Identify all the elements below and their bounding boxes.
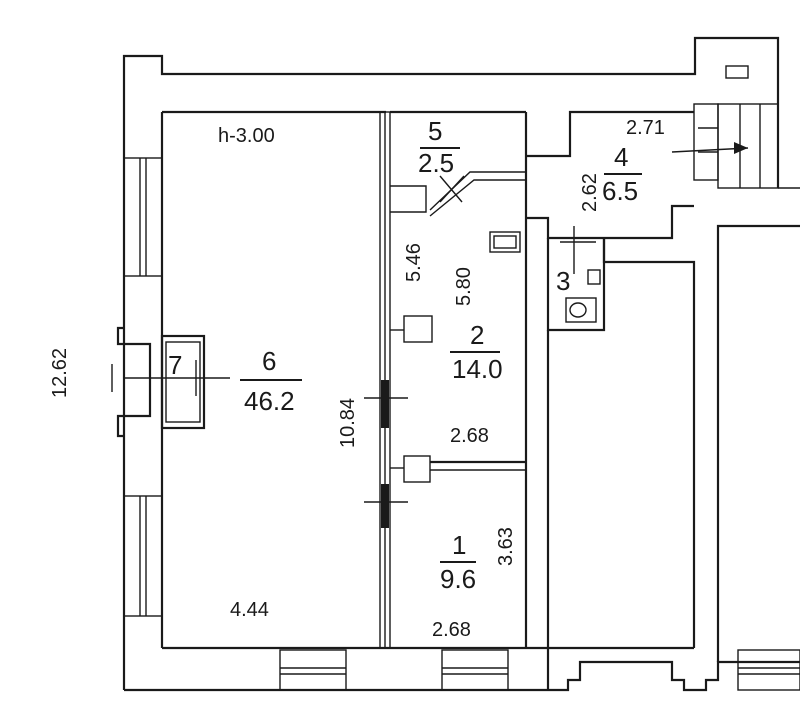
- left-window-bottom: [123, 495, 163, 617]
- rooms-column-walls: [390, 110, 528, 648]
- partition-wall: [364, 111, 408, 649]
- room-1-number: 1: [452, 530, 466, 560]
- ceiling-height-label: h-3.00: [218, 125, 275, 147]
- room-6-area: 46.2: [244, 386, 295, 416]
- room-5-number: 5: [428, 116, 442, 146]
- room-6-width-dimension: 4.44: [230, 599, 269, 621]
- room-1-height-dimension: 3.63: [495, 527, 517, 566]
- room-3-walls: [546, 226, 606, 332]
- bottom-window-far-right: [737, 649, 800, 691]
- room-2-dim-5-80: 5.80: [453, 267, 475, 306]
- bottom-window-right: [441, 649, 509, 691]
- room-7-number: 7: [168, 350, 182, 380]
- dimension-wall-length: 10.84: [337, 398, 359, 448]
- bottom-window-left: [279, 649, 347, 691]
- room-1-width-dimension: 2.68: [432, 619, 471, 641]
- room-2-number: 2: [470, 320, 484, 350]
- room-1-area: 9.6: [440, 564, 476, 594]
- room-5-area: 2.5: [418, 148, 454, 178]
- right-rooms: [546, 187, 800, 662]
- room-2-dim-5-46: 5.46: [403, 243, 425, 282]
- room-4-width-dimension: 2.71: [626, 117, 665, 139]
- room-7-niche: [111, 326, 230, 438]
- room-4-walls: [526, 65, 779, 240]
- room-4-height-dimension: 2.62: [579, 173, 601, 212]
- room-4-area: 6.5: [602, 176, 638, 206]
- dimension-height-left: 12.62: [49, 348, 71, 398]
- room-2-area: 14.0: [452, 354, 503, 384]
- left-window-top: [123, 157, 163, 277]
- room-4-number: 4: [614, 142, 628, 172]
- room-2-width-dimension: 2.68: [450, 425, 489, 447]
- room-3-number: 3: [556, 266, 570, 296]
- room-6-number: 6: [262, 346, 276, 376]
